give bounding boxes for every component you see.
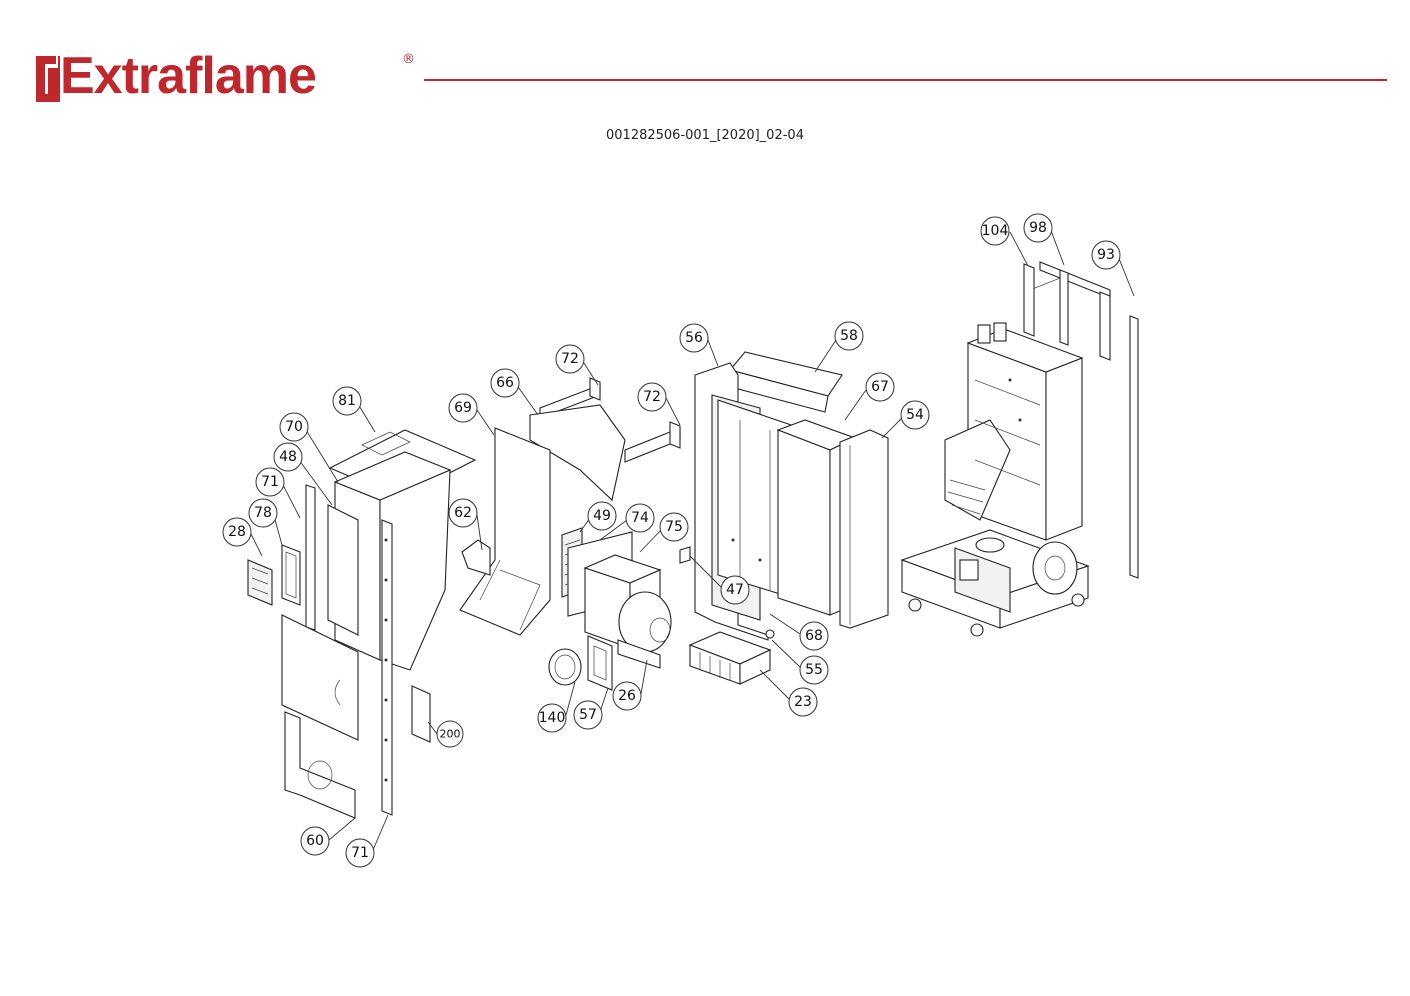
svg-text:47: 47 — [726, 582, 744, 598]
part-47-sensor — [679, 546, 691, 564]
svg-text:81: 81 — [338, 393, 356, 409]
svg-text:72: 72 — [561, 351, 579, 367]
callout-74: 74 — [625, 503, 655, 533]
registered-mark: ® — [402, 52, 415, 67]
svg-text:49: 49 — [593, 508, 611, 524]
part-55-clip — [765, 629, 775, 639]
extraflame-logo — [36, 56, 60, 102]
part-140-flange — [548, 648, 582, 686]
svg-text:69: 69 — [454, 400, 472, 416]
svg-text:57: 57 — [579, 707, 597, 723]
callout-75: 75 — [659, 512, 689, 542]
part-98-top-frame — [1039, 261, 1111, 361]
callout-72-lower: 72 — [637, 382, 667, 412]
part-104-bracket — [1023, 263, 1035, 337]
svg-text:200: 200 — [440, 728, 461, 741]
part-54-side-panel — [839, 429, 889, 629]
part-26-fan — [617, 591, 672, 669]
part-28-control-panel — [247, 559, 273, 606]
svg-text:62: 62 — [454, 505, 472, 521]
part-62-plate — [461, 539, 491, 576]
svg-text:71: 71 — [261, 474, 279, 490]
part-58-top-cover — [726, 351, 843, 413]
callout-54: 54 — [900, 400, 930, 430]
svg-text:66: 66 — [496, 375, 514, 391]
callout-23: 23 — [788, 687, 818, 717]
svg-text:28: 28 — [228, 524, 246, 540]
callout-104: 104 — [980, 216, 1010, 246]
callout-47: 47 — [720, 575, 750, 605]
svg-text:48: 48 — [279, 449, 297, 465]
callout-72-upper: 72 — [555, 344, 585, 374]
callout-66: 66 — [490, 368, 520, 398]
callout-71-upper: 71 — [255, 467, 285, 497]
header-rule — [424, 79, 1387, 81]
svg-text:54: 54 — [906, 407, 924, 423]
part-71-lower-strip — [381, 519, 393, 816]
callout-26: 26 — [612, 681, 642, 711]
svg-text:75: 75 — [665, 519, 683, 535]
callout-69: 69 — [448, 393, 478, 423]
svg-text:93: 93 — [1097, 247, 1115, 263]
stove-body-assembly — [900, 277, 1090, 637]
part-23-tangential-fan — [688, 631, 772, 685]
leader-lines — [250, 227, 1135, 851]
callout-60: 60 — [300, 826, 330, 856]
callout-200: 200 — [436, 720, 464, 748]
svg-text:70: 70 — [285, 419, 303, 435]
callout-93: 93 — [1091, 240, 1121, 270]
part-200-plate — [411, 685, 431, 743]
callout-67: 67 — [865, 372, 895, 402]
svg-text:71: 71 — [351, 845, 369, 861]
callout-98: 98 — [1023, 213, 1053, 243]
callout-62: 62 — [448, 498, 478, 528]
svg-text:67: 67 — [871, 379, 889, 395]
svg-text:78: 78 — [254, 505, 272, 521]
part-66-baffle — [529, 404, 626, 502]
part-57-gasket — [587, 635, 613, 691]
svg-text:68: 68 — [805, 628, 823, 644]
callout-140: 140 — [537, 703, 567, 733]
brand-name: Extraflame — [60, 47, 317, 105]
part-60-front-panel — [281, 614, 359, 819]
callout-57: 57 — [573, 700, 603, 730]
callout-78: 78 — [248, 498, 278, 528]
svg-text:56: 56 — [685, 330, 703, 346]
part-78-plate — [281, 544, 301, 606]
svg-text:104: 104 — [982, 223, 1009, 239]
svg-text:140: 140 — [539, 710, 566, 726]
svg-text:58: 58 — [840, 328, 858, 344]
callout-55: 55 — [799, 655, 829, 685]
flame-symbol-icon — [36, 56, 60, 102]
svg-text:26: 26 — [618, 688, 636, 704]
svg-text:74: 74 — [631, 510, 649, 526]
svg-text:60: 60 — [306, 833, 324, 849]
svg-text:98: 98 — [1029, 220, 1047, 236]
part-48-side-panel — [327, 504, 359, 636]
part-71-upper-strip — [305, 484, 316, 631]
svg-text:72: 72 — [643, 389, 661, 405]
screw-dots — [384, 378, 1022, 782]
part-69-cover — [459, 427, 551, 636]
callout-49: 49 — [587, 501, 617, 531]
callout-48: 48 — [273, 442, 303, 472]
callout-68: 68 — [799, 621, 829, 651]
callout-56: 56 — [679, 323, 709, 353]
callout-28: 28 — [222, 517, 252, 547]
callout-70: 70 — [279, 412, 309, 442]
svg-text:55: 55 — [805, 662, 823, 678]
callout-58: 58 — [834, 321, 864, 351]
svg-text:23: 23 — [794, 694, 812, 710]
callout-81: 81 — [332, 386, 362, 416]
part-93-side-strip — [1129, 315, 1139, 579]
part-72-lower-bracket — [624, 421, 681, 463]
document-code: 001282506-001_[2020]_02-04 — [606, 128, 804, 143]
callout-71-lower: 71 — [345, 838, 375, 868]
